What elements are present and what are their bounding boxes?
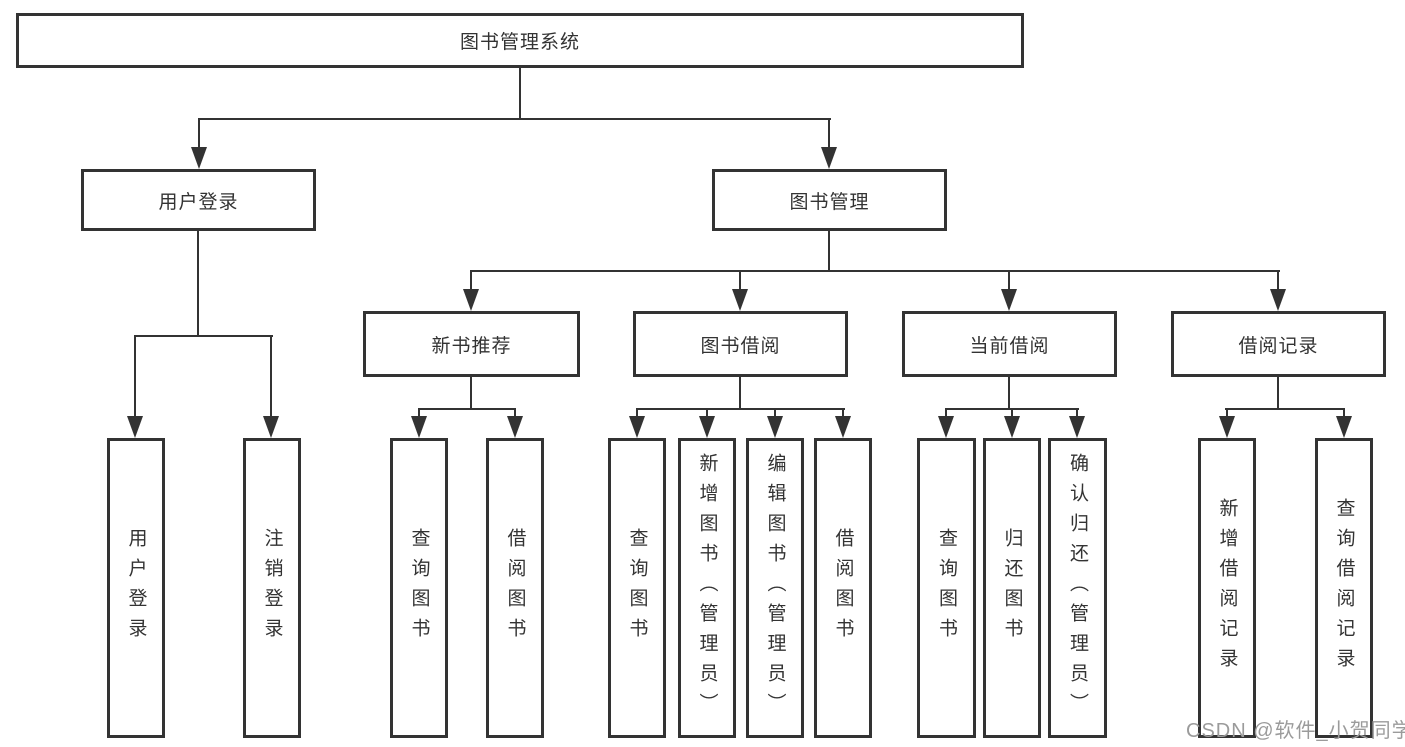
node-user-login-branch: 用户登录 xyxy=(81,169,316,231)
node-library-management-system: 图书管理系统 xyxy=(16,13,1024,68)
node-new-book-recommendation: 新书推荐 xyxy=(363,311,580,377)
node-leaf-recommend-query-books: 查询图书 xyxy=(390,438,448,738)
node-leaf-logout: 注销登录 xyxy=(243,438,301,738)
arrow-down-icon xyxy=(938,416,954,438)
node-leaf-current-confirm-return-admin: 确认归还（管理员） xyxy=(1048,438,1107,738)
arrow-down-icon xyxy=(263,416,279,438)
connector-recommendation-split xyxy=(418,408,516,410)
arrow-down-icon xyxy=(835,416,851,438)
connector-stub xyxy=(418,408,420,418)
node-leaf-current-return-books: 归还图书 xyxy=(983,438,1041,738)
connector-to-new-book-recommendation xyxy=(470,270,472,291)
connector-stub xyxy=(945,408,947,418)
arrow-down-icon xyxy=(699,416,715,438)
node-leaf-borrow-query-books: 查询图书 xyxy=(608,438,666,738)
connector-stub xyxy=(1226,408,1228,418)
connector-to-book-management xyxy=(828,118,830,150)
connector-to-borrowing-records xyxy=(1277,270,1279,291)
connector-to-current-borrowing xyxy=(1008,270,1010,291)
node-leaf-borrow-edit-books-admin: 编辑图书（管理员） xyxy=(746,438,804,738)
connector-stub xyxy=(842,408,844,418)
arrow-down-icon xyxy=(821,147,837,169)
connector-user-login-split xyxy=(134,335,273,337)
node-borrowing-records: 借阅记录 xyxy=(1171,311,1386,377)
node-leaf-query-borrow-record: 查询借阅记录 xyxy=(1315,438,1373,738)
connector-level3-horizontal xyxy=(470,270,1280,272)
arrow-down-icon xyxy=(191,147,207,169)
connector-root-down xyxy=(519,68,521,118)
connector-level2-horizontal xyxy=(198,118,831,120)
arrow-down-icon xyxy=(463,289,479,311)
arrow-down-icon xyxy=(1336,416,1352,438)
connector-to-user-login xyxy=(198,118,200,150)
connector-stub xyxy=(1343,408,1345,418)
node-leaf-add-borrow-record: 新增借阅记录 xyxy=(1198,438,1256,738)
connector-stub xyxy=(514,408,516,418)
node-book-borrowing: 图书借阅 xyxy=(633,311,848,377)
arrow-down-icon xyxy=(629,416,645,438)
arrow-down-icon xyxy=(1001,289,1017,311)
connector-borrowing-split xyxy=(636,408,845,410)
watermark-text: CSDN @软件_小贺同学 xyxy=(1186,720,1405,742)
arrow-down-icon xyxy=(127,416,143,438)
node-book-management-branch: 图书管理 xyxy=(712,169,947,231)
arrow-down-icon xyxy=(767,416,783,438)
connector-stub xyxy=(774,408,776,418)
connector-stub xyxy=(1011,408,1013,418)
arrow-down-icon xyxy=(732,289,748,311)
connector-book-management-down xyxy=(828,231,830,270)
connector-current-down xyxy=(1008,377,1010,408)
node-leaf-borrow-add-books-admin: 新增图书（管理员） xyxy=(678,438,736,738)
connector-stub xyxy=(706,408,708,418)
connector-records-split xyxy=(1225,408,1345,410)
connector-borrowing-down xyxy=(739,377,741,408)
arrow-down-icon xyxy=(1069,416,1085,438)
arrow-down-icon xyxy=(1270,289,1286,311)
connector-recommendation-down xyxy=(470,377,472,408)
arrow-down-icon xyxy=(507,416,523,438)
arrow-down-icon xyxy=(1219,416,1235,438)
node-current-borrowing: 当前借阅 xyxy=(902,311,1117,377)
connector-stub xyxy=(636,408,638,418)
node-leaf-recommend-borrow-books: 借阅图书 xyxy=(486,438,544,738)
node-leaf-borrow-borrow-books: 借阅图书 xyxy=(814,438,872,738)
connector-records-down xyxy=(1277,377,1279,408)
connector-to-book-borrowing xyxy=(739,270,741,291)
node-leaf-user-login: 用户登录 xyxy=(107,438,165,738)
arrow-down-icon xyxy=(1004,416,1020,438)
node-leaf-current-query-books: 查询图书 xyxy=(917,438,976,738)
connector-to-leaf-login xyxy=(134,335,136,417)
connector-user-login-down xyxy=(197,231,199,335)
connector-to-leaf-logout xyxy=(270,335,272,417)
connector-stub xyxy=(1076,408,1078,418)
arrow-down-icon xyxy=(411,416,427,438)
